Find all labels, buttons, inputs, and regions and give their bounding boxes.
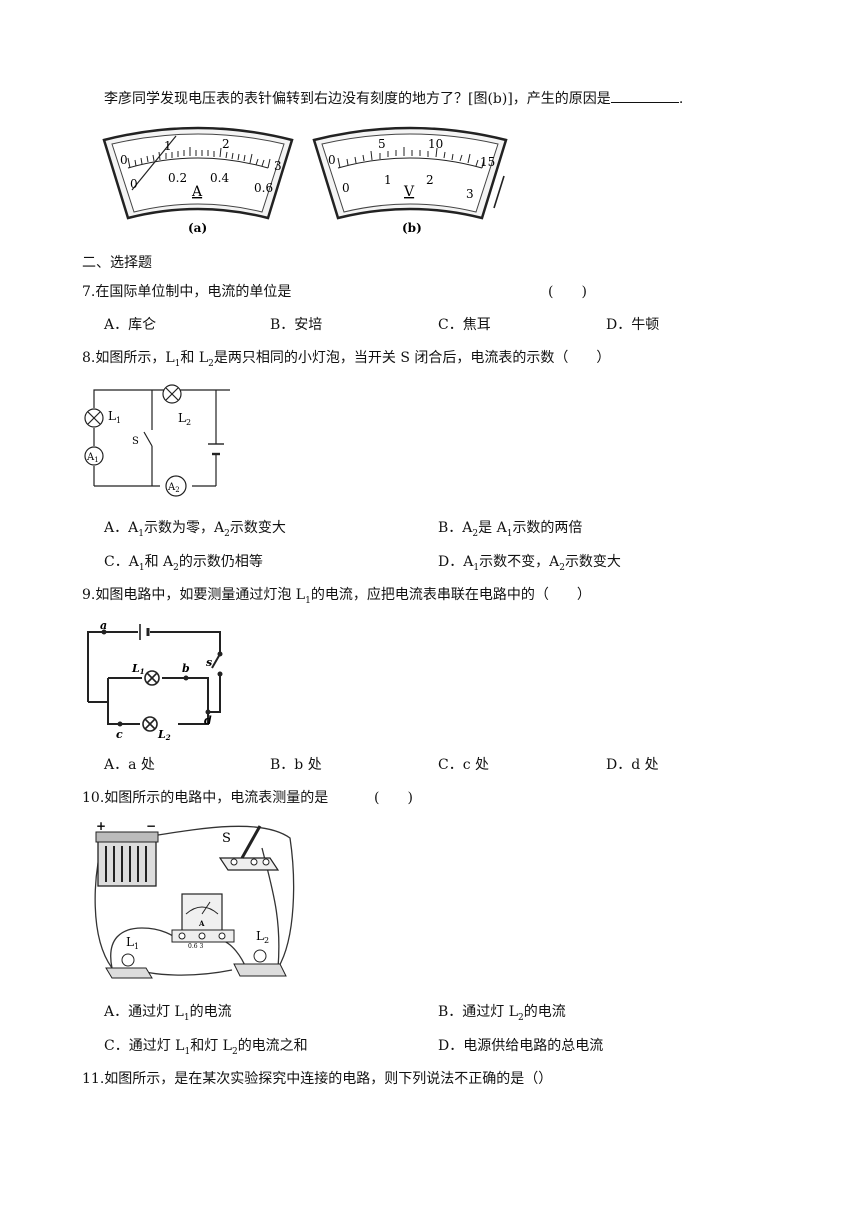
ammeter-top-tick-1: 1: [164, 139, 172, 153]
voltmeter-figure: 0 5 10 15 0 1 2 3 V (b): [308, 126, 512, 238]
svg-text:L2: L2: [178, 411, 191, 427]
q9-option-b[interactable]: B．b 处: [270, 757, 322, 773]
ammeter-unit: A: [191, 184, 203, 200]
q10-option-d[interactable]: D．电源供给电路的总电流: [438, 1038, 604, 1054]
svg-text:S: S: [132, 436, 139, 447]
ammeter-bottom-tick-3: 0.6: [254, 181, 273, 195]
q6-text: 李彦同学发现电压表的表针偏转到右边没有刻度的地方了？[图(b)]，产生的原因是.: [104, 88, 683, 109]
voltmeter-bottom-tick-3: 3: [466, 187, 474, 201]
q10-circuit-figure: + − S L1 L2 A 0.6 3: [82, 818, 300, 988]
q10-option-c[interactable]: C．通过灯 L1和灯 L2的电流之和: [104, 1038, 308, 1057]
q8-option-d[interactable]: D．A1示数不变，A2示数变大: [438, 554, 621, 573]
section-title: 二、选择题: [82, 255, 152, 271]
svg-text:L1: L1: [131, 662, 145, 676]
voltmeter-top-tick-1: 5: [378, 137, 386, 151]
svg-text:A1: A1: [86, 452, 99, 464]
svg-text:a: a: [100, 620, 107, 632]
svg-text:L1: L1: [108, 409, 121, 425]
voltmeter-caption: (b): [402, 221, 422, 235]
svg-text:A2: A2: [167, 482, 180, 494]
voltmeter-top-tick-3: 15: [480, 155, 495, 169]
ammeter-bottom-tick-2: 0.4: [210, 171, 229, 185]
q8-stem: 8.如图所示，L1和 L2是两只相同的小灯泡，当开关 S 闭合后，电流表的示数（…: [82, 350, 611, 369]
svg-text:S: S: [222, 831, 231, 846]
svg-text:A: A: [198, 919, 205, 928]
svg-text:L2: L2: [157, 728, 171, 740]
svg-text:−: −: [146, 819, 156, 833]
answer-blank[interactable]: [610, 88, 679, 103]
ammeter-figure: 0 1 2 3 0 0.2 0.4 0.6 A (a): [98, 126, 298, 238]
svg-text:c: c: [116, 728, 123, 740]
ammeter-bottom-tick-0: 0: [130, 177, 138, 191]
q8-circuit-figure: L1 L2 S A1 A2: [82, 382, 230, 500]
q9-circuit-figure: a b c d s L1 L2: [82, 620, 230, 740]
voltmeter-bottom-tick-2: 2: [426, 173, 434, 187]
q9-option-a[interactable]: A．a 处: [104, 757, 155, 773]
q10-paren: ( ): [374, 790, 413, 806]
q7-stem: 7.在国际单位制中，电流的单位是: [82, 284, 292, 300]
ammeter-top-tick-3: 3: [274, 159, 282, 173]
svg-text:L2: L2: [256, 929, 269, 945]
voltmeter-top-tick-0: 0: [328, 153, 336, 167]
q7-option-c[interactable]: C．焦耳: [438, 317, 491, 333]
svg-text:b: b: [182, 662, 190, 675]
voltmeter-bottom-tick-0: 0: [342, 181, 350, 195]
q10-stem: 10.如图所示的电路中，电流表测量的是: [82, 790, 329, 806]
q8-option-b[interactable]: B．A2是 A1示数的两倍: [438, 520, 583, 539]
voltmeter-bottom-tick-1: 1: [384, 173, 392, 187]
q8-option-a[interactable]: A．A1示数为零，A2示数变大: [104, 520, 286, 539]
svg-text:s: s: [206, 656, 212, 669]
svg-text:0.6 3: 0.6 3: [188, 943, 203, 950]
voltmeter-top-tick-2: 10: [428, 137, 443, 151]
q8-option-c[interactable]: C．A1和 A2的示数仍相等: [104, 554, 263, 573]
q7-option-d[interactable]: D．牛顿: [606, 317, 660, 333]
q7-paren: ( ): [548, 284, 587, 300]
ammeter-top-tick-0: 0: [120, 153, 128, 167]
ammeter-top-tick-2: 2: [222, 137, 230, 151]
svg-text:+: +: [96, 819, 106, 833]
q7-option-b[interactable]: B．安培: [270, 317, 323, 333]
q10-option-b[interactable]: B．通过灯 L2的电流: [438, 1004, 566, 1023]
ammeter-caption: (a): [188, 221, 207, 235]
q11-stem: 11.如图所示，是在某次实验探究中连接的电路，则下列说法不正确的是（）: [82, 1071, 553, 1087]
svg-text:d: d: [204, 714, 212, 727]
q9-stem: 9.如图电路中，如要测量通过灯泡 L1的电流，应把电流表串联在电路中的（ ）: [82, 587, 591, 606]
svg-text:L1: L1: [126, 935, 139, 951]
q7-option-a[interactable]: A．库仑: [104, 317, 157, 333]
ammeter-bottom-tick-1: 0.2: [168, 171, 187, 185]
voltmeter-unit: V: [403, 184, 415, 200]
q10-option-a[interactable]: A．通过灯 L1的电流: [104, 1004, 232, 1023]
q9-option-c[interactable]: C．c 处: [438, 757, 490, 773]
q9-option-d[interactable]: D．d 处: [606, 757, 659, 773]
